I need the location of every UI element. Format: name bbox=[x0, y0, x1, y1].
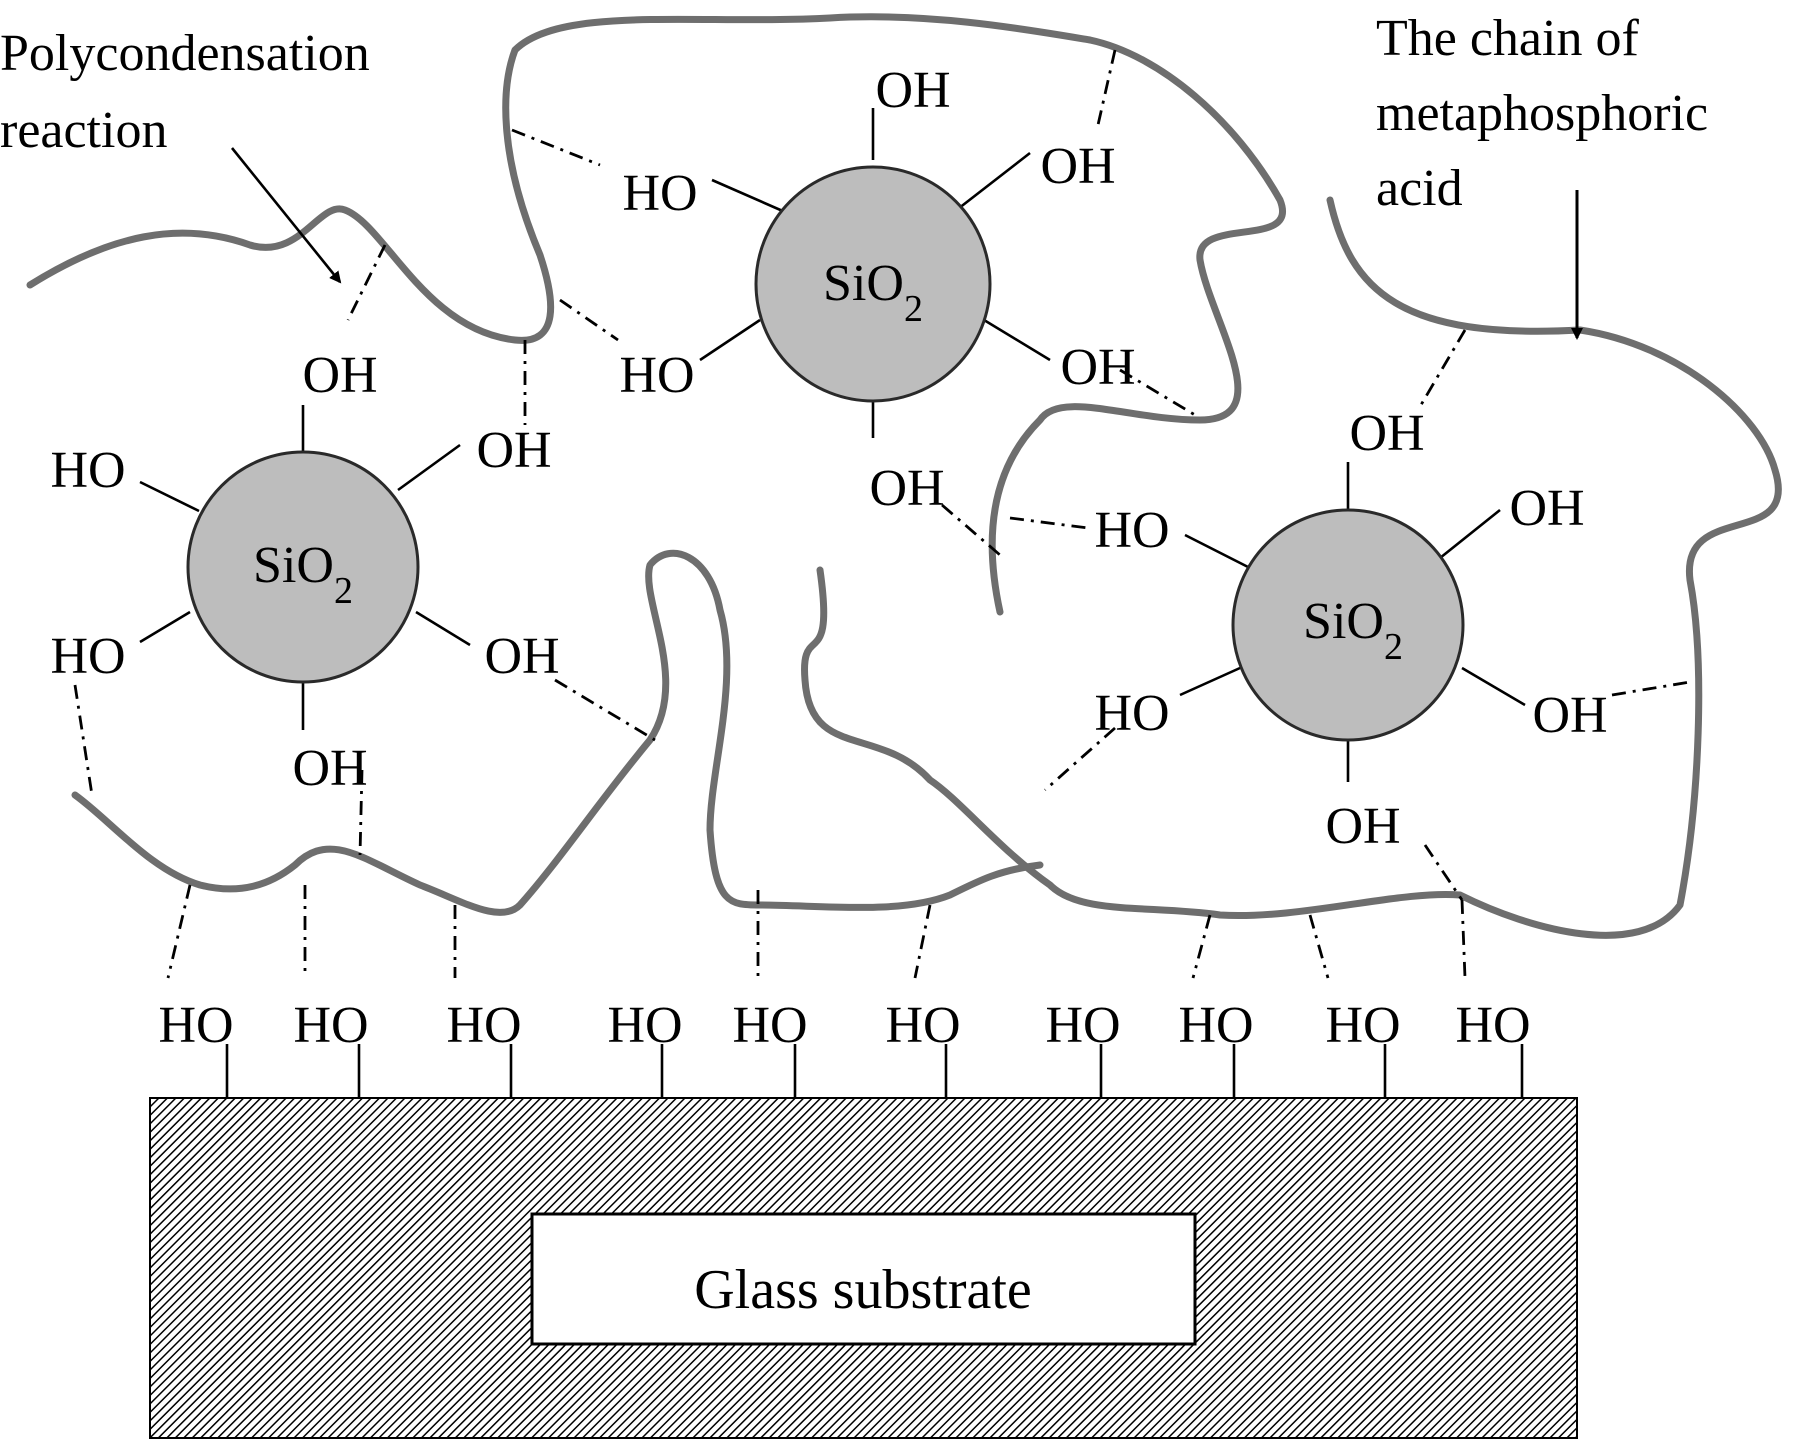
surface-ho-6: HO bbox=[885, 997, 961, 1098]
svg-text:HO: HO bbox=[446, 997, 521, 1054]
svg-text:HO: HO bbox=[293, 997, 368, 1054]
chain-right bbox=[801, 196, 1782, 939]
oh-group: OH bbox=[1040, 138, 1115, 195]
sio2-sphere bbox=[186, 450, 420, 684]
svg-text:HO: HO bbox=[158, 997, 233, 1054]
sio2-label: SiO2 bbox=[253, 537, 353, 612]
polycondensation-annotation: Polycondensation reaction bbox=[0, 25, 370, 284]
ho-group: HO bbox=[50, 628, 125, 685]
svg-text:HO: HO bbox=[1178, 997, 1253, 1054]
sio2-particle-right: SiO2 OH OH OH OH HO HO bbox=[1094, 405, 1607, 855]
chain-label-line3: acid bbox=[1376, 160, 1463, 217]
oh-group: OH bbox=[869, 460, 944, 517]
svg-text:HO: HO bbox=[1455, 997, 1530, 1054]
glass-substrate: Glass substrate bbox=[149, 1097, 1578, 1439]
chain-bottom bbox=[71, 549, 1044, 916]
surface-ho-2: HO bbox=[293, 997, 369, 1098]
sio2-label: SiO2 bbox=[1303, 593, 1403, 668]
sio2-sphere bbox=[1231, 508, 1465, 742]
chain-label-line1: The chain of bbox=[1376, 10, 1639, 67]
oh-group: OH bbox=[1509, 480, 1584, 537]
oh-group: OH bbox=[1532, 687, 1607, 744]
metaphosphoric-acid-chains bbox=[26, 13, 1782, 939]
svg-text:HO: HO bbox=[732, 997, 807, 1054]
substrate-label-box bbox=[530, 1212, 1197, 1346]
surface-ho-7: HO bbox=[1045, 997, 1121, 1098]
svg-text:HO: HO bbox=[607, 997, 682, 1054]
sio2-particle-top: SiO2 OH OH OH OH HO HO bbox=[619, 62, 1135, 517]
sio2-sphere bbox=[754, 165, 992, 403]
ho-group: HO bbox=[622, 165, 697, 222]
surface-ho-9: HO bbox=[1325, 997, 1401, 1098]
sio2-particle-left: SiO2 OH OH OH OH HO HO bbox=[50, 347, 559, 797]
surface-ho-1: HO bbox=[158, 997, 234, 1098]
surface-ho-5: HO bbox=[732, 997, 808, 1098]
ho-group: HO bbox=[50, 442, 125, 499]
ho-group: HO bbox=[619, 347, 694, 404]
surface-ho-8: HO bbox=[1178, 997, 1254, 1098]
ho-group: HO bbox=[1094, 502, 1169, 559]
oh-group: OH bbox=[1349, 405, 1424, 462]
svg-text:HO: HO bbox=[1045, 997, 1120, 1054]
chain-annotation: The chain of metaphosphoric acid bbox=[1376, 10, 1708, 340]
svg-text:HO: HO bbox=[885, 997, 960, 1054]
polycondensation-arrow bbox=[230, 147, 342, 284]
oh-group: OH bbox=[484, 628, 559, 685]
sio2-label: SiO2 bbox=[823, 255, 923, 330]
polycondensation-label-line1: Polycondensation bbox=[0, 25, 370, 82]
surface-ho-4: HO bbox=[607, 997, 683, 1098]
oh-group: OH bbox=[1325, 798, 1400, 855]
chain-top-left bbox=[26, 13, 1286, 616]
surface-ho-3: HO bbox=[446, 997, 522, 1098]
oh-group: OH bbox=[476, 422, 551, 479]
oh-group: OH bbox=[302, 347, 377, 404]
oh-group: OH bbox=[1060, 339, 1135, 396]
surface-ho-10: HO bbox=[1455, 997, 1531, 1098]
polycondensation-label-line2: reaction bbox=[0, 102, 167, 159]
substrate-label: Glass substrate bbox=[694, 1259, 1032, 1321]
ho-group: HO bbox=[1094, 685, 1169, 742]
hydrogen-bonds bbox=[73, 49, 1691, 979]
oh-group: OH bbox=[875, 62, 950, 119]
surface-hydroxyl-groups: HO HO HO HO HO HO HO HO HO HO bbox=[158, 997, 1531, 1098]
svg-text:HO: HO bbox=[1325, 997, 1400, 1054]
chain-label-line2: metaphosphoric bbox=[1376, 85, 1708, 142]
oh-group: OH bbox=[292, 740, 367, 797]
